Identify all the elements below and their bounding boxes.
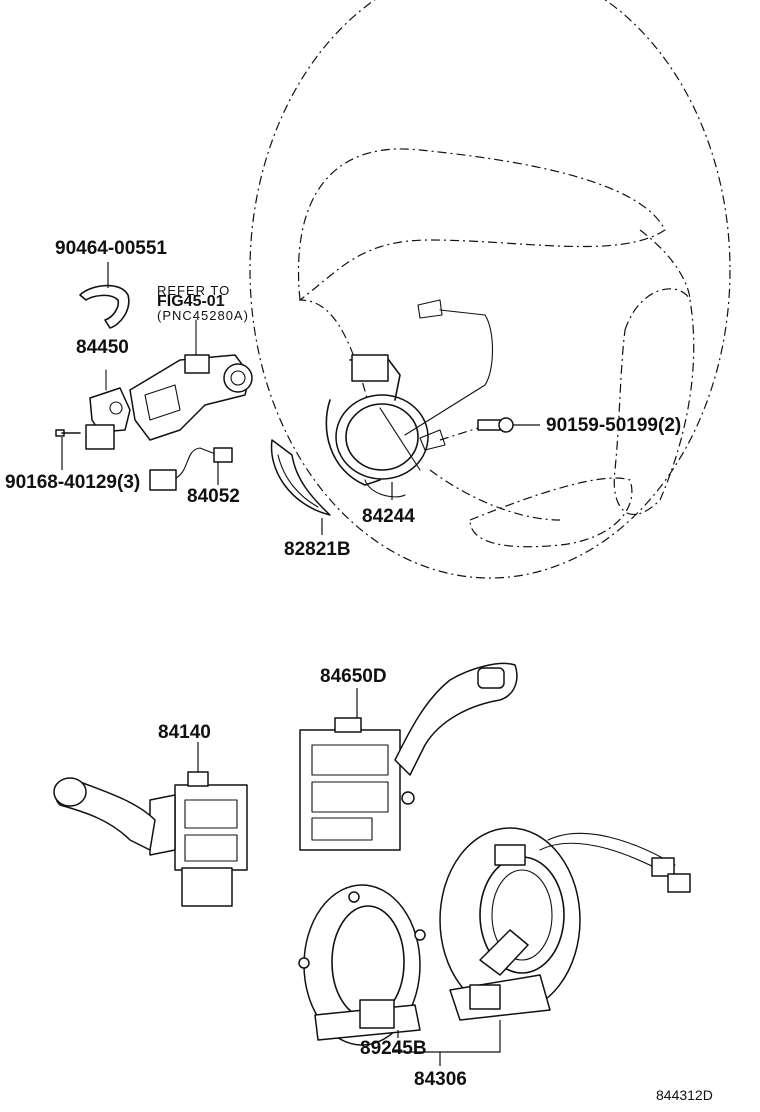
refer-note-line2: FIG45-01 (157, 293, 225, 310)
part-84244-drawing (325, 299, 493, 498)
part-84450-drawing (85, 369, 131, 450)
part-84650D-drawing (299, 662, 518, 851)
part-84140-drawing (53, 771, 248, 907)
clamp-90464-drawing (79, 284, 130, 329)
label-90168-40129: 90168-40129(3) (5, 472, 140, 493)
refer-note-line3: (PNC45280A) (157, 308, 249, 323)
refer-note-line1: REFER TO (157, 283, 230, 298)
steering-column-lock-drawing (129, 319, 253, 441)
steering-wheel-outline (249, 0, 731, 579)
label-84244: 84244 (362, 506, 415, 527)
label-90159-50199: 90159-50199(2) (546, 415, 681, 436)
label-89245B: 89245B (360, 1038, 427, 1059)
label-84140: 84140 (158, 722, 211, 743)
label-90464-00551: 90464-00551 (55, 238, 167, 259)
label-84650D: 84650D (320, 666, 387, 687)
part-84052-drawing (149, 447, 233, 491)
label-84450: 84450 (76, 337, 129, 358)
part-82821B-drawing (270, 439, 331, 516)
part-89245B-drawing (298, 884, 426, 1046)
label-82821B: 82821B (284, 539, 351, 560)
diagram-id: 844312D (656, 1087, 713, 1103)
screw-90168-drawing (55, 429, 81, 437)
label-84052: 84052 (187, 486, 240, 507)
label-84306: 84306 (414, 1069, 467, 1090)
part-84306-drawing (439, 827, 691, 1021)
bolt-90159-drawing (439, 417, 540, 441)
